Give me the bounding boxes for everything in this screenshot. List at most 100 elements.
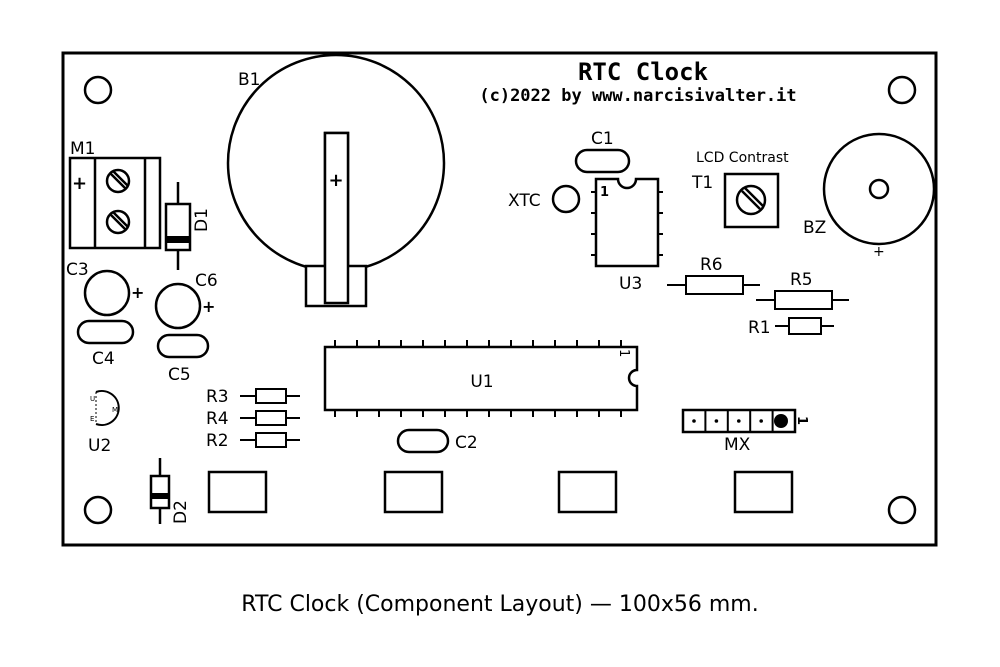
component-m1: + M1 (68, 139, 162, 250)
mx-pin1-marker: 1 (794, 416, 809, 425)
b1-battery-tab-front (323, 131, 350, 305)
mounting-hole-bottom-left (83, 495, 113, 525)
pushbuttons (207, 470, 794, 514)
pushbutton-1 (207, 470, 268, 514)
component-u2: U M E U2 (88, 390, 120, 456)
r6-body (685, 275, 744, 295)
label-d2: D2 (171, 500, 191, 524)
d2-cathode-band (151, 493, 169, 499)
drawing-caption: RTC Clock (Component Layout) — 100x56 mm… (241, 592, 758, 617)
u3-pins-left (591, 191, 596, 256)
b1-plus: + (328, 170, 343, 191)
mx-pin-pad (714, 419, 719, 423)
component-r3: R3 (206, 387, 300, 407)
u3-body (594, 177, 660, 268)
component-r4: R4 (206, 409, 300, 429)
d1-body (164, 202, 192, 252)
board-credit: (c)2022 by www.narcisivalter.it (479, 86, 796, 106)
bz-body (822, 132, 936, 246)
component-bz: BZ + (803, 132, 936, 260)
label-c4: C4 (92, 349, 115, 369)
label-c2: C2 (455, 433, 478, 453)
mounting-holes (83, 75, 917, 525)
label-r1: R1 (748, 318, 771, 338)
c6-plus: + (202, 297, 215, 316)
label-m1: M1 (70, 139, 95, 159)
component-c4: C4 (76, 319, 135, 369)
component-t1: LCD Contrast T1 (691, 150, 789, 229)
label-u3: U3 (619, 274, 642, 294)
m1-screw-top (105, 168, 131, 194)
label-b1: B1 (238, 70, 260, 90)
component-u3: 1 U3 (591, 177, 663, 294)
pushbutton-3 (557, 470, 618, 514)
component-r1: R1 (748, 317, 834, 338)
m1-screw-bottom (105, 209, 131, 235)
u1-body (323, 345, 639, 412)
xtc-body (551, 184, 581, 214)
m1-plus: + (72, 173, 87, 194)
pushbutton-4 (733, 470, 794, 514)
label-r2: R2 (206, 431, 229, 451)
board-outline (61, 51, 938, 547)
c1-body (574, 148, 631, 174)
component-r6: R6 (667, 255, 760, 295)
c3-plus: + (131, 283, 144, 302)
c4-body (76, 319, 135, 345)
label-bz: BZ (803, 218, 826, 238)
mx-pins (692, 410, 774, 432)
label-xtc: XTC (508, 191, 541, 211)
bz-plus: + (873, 244, 885, 260)
component-c6: C6 + (154, 271, 218, 330)
u1-pins-top (334, 340, 622, 347)
u2-body (95, 390, 120, 426)
component-c1: C1 (574, 129, 631, 174)
label-r4: R4 (206, 409, 229, 429)
u1-pins-bottom (334, 410, 622, 417)
mounting-hole-top-right (887, 75, 917, 105)
label-c6: C6 (195, 271, 218, 291)
t1-body (723, 172, 780, 229)
c3-body (83, 269, 131, 317)
component-b1: + B1 (226, 53, 446, 308)
component-d2: D2 (149, 458, 191, 524)
board-title: RTC Clock (578, 58, 709, 86)
component-d1: D1 (164, 182, 212, 270)
label-r5: R5 (790, 270, 813, 290)
u1-pin1-marker: 1 (616, 349, 631, 357)
mounting-hole-bottom-right (887, 495, 917, 525)
mx-header (681, 408, 797, 434)
r4-body (255, 410, 287, 426)
u2-pin-u: U (90, 395, 95, 403)
t1-knob (735, 184, 767, 216)
label-t1: T1 (691, 173, 713, 193)
label-d1: D1 (192, 208, 212, 232)
component-r2: R2 (206, 431, 300, 451)
label-c1: C1 (591, 129, 614, 149)
component-xtc: XTC (508, 184, 581, 214)
d2-body (149, 474, 171, 510)
label-lcd-contrast: LCD Contrast (696, 150, 789, 166)
r5-body (774, 290, 833, 310)
label-u2: U2 (88, 436, 111, 456)
u3-pin1-marker: 1 (600, 185, 609, 200)
m1-terminal-block (68, 156, 162, 250)
c6-body (154, 282, 202, 330)
component-u1: U1 1 (323, 340, 639, 417)
c2-body (396, 428, 450, 454)
r3-body (255, 388, 287, 404)
mx-pin-pad (759, 419, 763, 423)
component-c3: C3 + (66, 260, 144, 317)
d1-cathode-band (166, 236, 190, 243)
component-mx: 1 MX (681, 408, 809, 455)
mx-pin1-pad (774, 414, 788, 428)
label-c5: C5 (168, 365, 191, 385)
bz-center (868, 178, 890, 200)
pushbutton-2 (383, 470, 444, 514)
u2-pin-m: M (112, 406, 118, 414)
label-r6: R6 (700, 255, 723, 275)
label-r3: R3 (206, 387, 229, 407)
mounting-hole-top-left (83, 75, 113, 105)
component-c5: C5 (156, 333, 210, 385)
